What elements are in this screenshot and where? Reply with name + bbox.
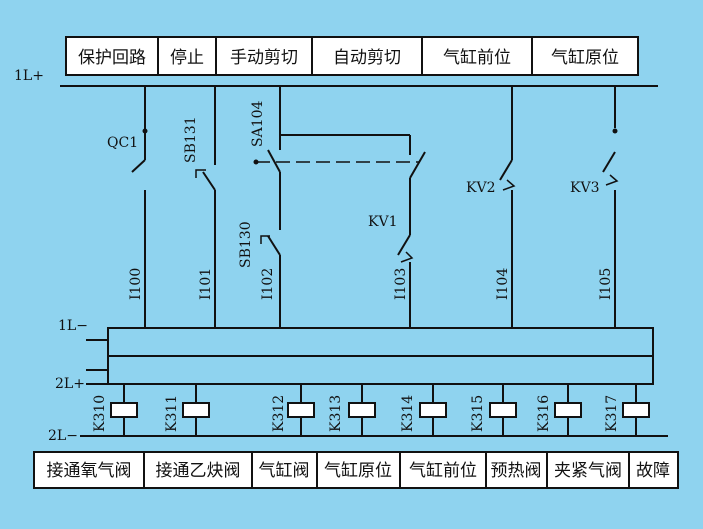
relay-k314: K314 [400, 384, 447, 436]
label-k314: K314 [400, 395, 416, 432]
branch-i100: QC1 I100 [107, 86, 148, 328]
output-relays: K310 K311 K312 K313 K314 K315 [92, 384, 650, 436]
label-i105: I105 [598, 268, 614, 300]
contact-kv2 [499, 159, 513, 181]
bottom-label-box [628, 451, 679, 489]
contact-sb130 [267, 235, 281, 256]
label-k312: K312 [271, 395, 287, 432]
contact-qc1 [131, 159, 146, 173]
label-i103: I103 [393, 268, 409, 300]
rail-label-1l-plus: 1L+ [14, 68, 44, 84]
bottom-label-box [399, 451, 487, 489]
relay-k315: K315 [470, 384, 517, 436]
branch-i102: SA104 SB130 I102 [238, 86, 420, 328]
top-label-row: 保护回路 停止 手动剪切 自动剪切 气缸前位 气缸原位 [65, 36, 639, 76]
top-label-stop: 停止 [170, 48, 204, 68]
top-label-cylinder-front: 气缸前位 [443, 47, 511, 68]
top-label-auto-cut: 自动剪切 [333, 48, 401, 68]
rail-label-2l-minus: 2L− [48, 428, 78, 444]
top-label-protection: 保护回路 [78, 48, 146, 68]
label-k315: K315 [470, 395, 486, 432]
top-label-box [157, 36, 217, 76]
label-qc1: QC1 [107, 135, 138, 151]
top-label-manual-cut: 手动剪切 [230, 48, 298, 68]
top-label-box [65, 36, 159, 76]
bottom-label-box [143, 451, 253, 489]
top-label-box [421, 36, 533, 76]
top-label-box [531, 36, 639, 76]
relay-k310: K310 [92, 384, 138, 436]
branch-i104: KV2 I104 [466, 86, 516, 328]
bottom-label-oxygen-valve: 接通氧气阀 [47, 461, 132, 481]
top-label-box [215, 36, 313, 76]
label-i104: I104 [495, 268, 511, 300]
label-sb130: SB130 [238, 221, 254, 268]
rail-label-1l-minus: 1L− [58, 318, 88, 334]
label-i102: I102 [260, 268, 276, 300]
bottom-label-cylinder-front: 气缸前位 [409, 460, 477, 481]
relay-k312: K312 [271, 384, 315, 436]
label-kv1: KV1 [368, 214, 397, 230]
label-sb131: SB131 [183, 116, 199, 163]
label-kv2: KV2 [466, 180, 495, 196]
bottom-label-box [316, 451, 401, 489]
label-kv3: KV3 [570, 180, 599, 196]
branch-i105: KV3 I105 [570, 86, 619, 328]
rail-label-2l-plus: 2L+ [55, 376, 85, 392]
contact-sa104-auto [409, 151, 426, 179]
bottom-label-box [251, 451, 318, 489]
bottom-label-fault: 故障 [636, 461, 670, 481]
plc-module: 1L− 2L+ [55, 318, 654, 392]
label-k311: K311 [164, 395, 180, 432]
bottom-label-box [485, 451, 548, 489]
top-label-cylinder-home: 气缸原位 [551, 47, 619, 68]
bottom-label-preheat-valve: 预热阀 [491, 461, 542, 481]
label-k317: K317 [604, 395, 620, 432]
bottom-label-box [33, 451, 145, 489]
branch-i101: SB131 I101 [183, 86, 216, 328]
contact-sb131 [202, 171, 216, 191]
label-sa104: SA104 [250, 100, 266, 147]
bottom-label-clamp-valve: 夹紧气阀 [554, 461, 622, 481]
relay-k313: K313 [328, 384, 376, 436]
contact-kv3 [602, 151, 616, 173]
branch-i103: KV1 I103 [368, 151, 426, 328]
bottom-label-row: 接通氧气阀 接通乙炔阀 气缸阀 气缸原位 气缸前位 预热阀 夹紧气阀 故障 [33, 451, 679, 489]
bottom-label-cylinder-valve: 气缸阀 [259, 460, 310, 481]
contact-sa104 [267, 149, 281, 173]
label-k316: K316 [536, 395, 552, 432]
bottom-label-cylinder-home: 气缸原位 [324, 460, 392, 481]
contact-kv1 [397, 234, 411, 256]
bottom-label-acetylene-valve: 接通乙炔阀 [156, 461, 241, 481]
label-k313: K313 [328, 395, 344, 432]
relay-k316: K316 [536, 384, 582, 436]
label-i101: I101 [198, 268, 214, 300]
label-i100: I100 [128, 268, 144, 300]
relay-k317: K317 [604, 384, 650, 436]
label-k310: K310 [92, 395, 108, 432]
relay-k311: K311 [164, 384, 210, 436]
